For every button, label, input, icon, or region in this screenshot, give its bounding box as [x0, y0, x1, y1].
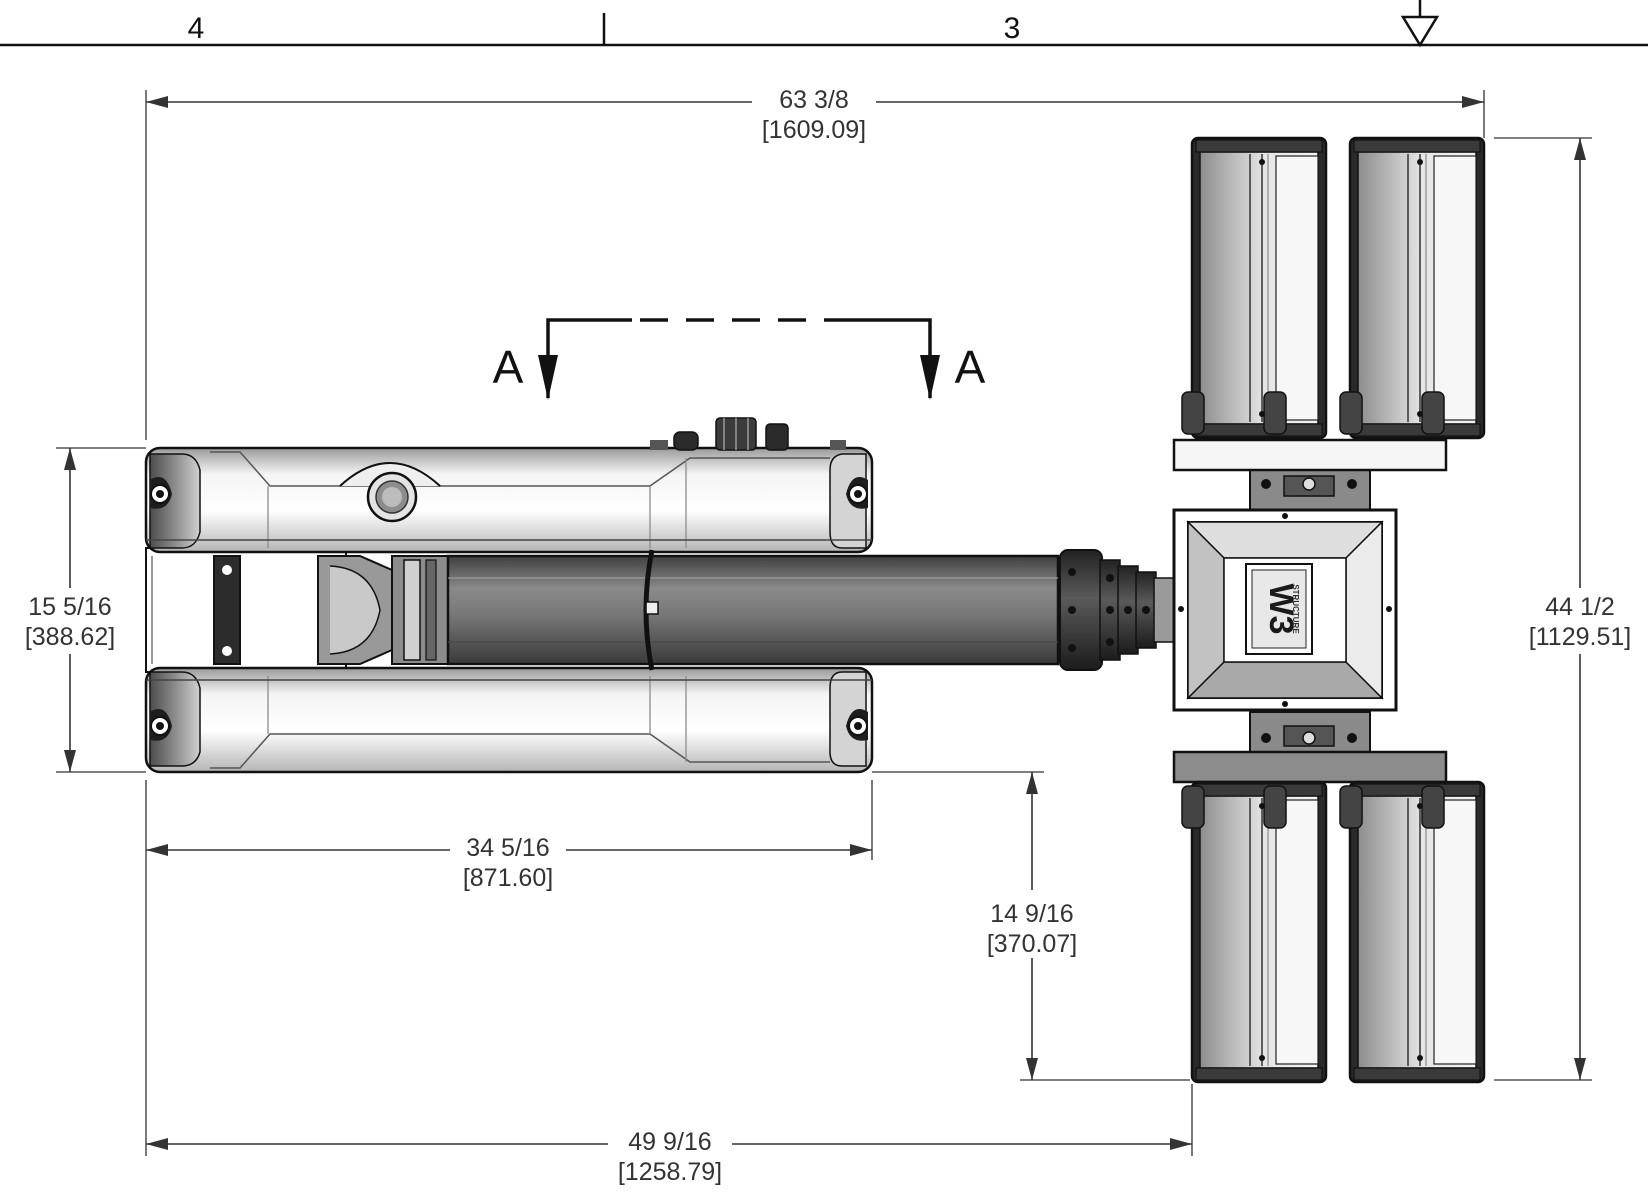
dim-base-width-imperial: 15 5/16: [28, 593, 111, 621]
base-hinge-plate: [213, 555, 241, 665]
connector-icon: [673, 431, 699, 451]
center-mark-icon: [1400, 15, 1440, 48]
dim-head-offset-metric: [370.07]: [987, 930, 1077, 958]
base-frame: [144, 417, 874, 774]
section-arrow-icon: [538, 355, 558, 400]
light-head: W3 STRUCTURE: [1172, 438, 1448, 784]
dim-base-to-light: 49 9/16 [1258.79]: [146, 1128, 1192, 1186]
drawing-border: 4 3: [0, 0, 1648, 48]
dim-base-to-light-imperial: 49 9/16: [628, 1128, 711, 1156]
zone-label-right: 3: [1004, 12, 1021, 45]
light-fixture: [1339, 780, 1486, 1084]
dim-overall-length-metric: [1609.09]: [762, 116, 866, 144]
dim-overall-length-imperial: 63 3/8: [779, 86, 849, 114]
base-rail-top: [144, 417, 874, 554]
light-fixture: [1181, 780, 1328, 1084]
dim-overall-width: 44 1/2 [1129.51]: [1529, 138, 1631, 1080]
section-arrow-icon: [920, 355, 940, 400]
section-label-right: A: [955, 341, 986, 393]
dim-overall-length: 63 3/8 [1609.09]: [146, 86, 1484, 144]
base-rail-bottom: [144, 666, 874, 774]
svg-text:W3: W3: [1262, 584, 1300, 635]
light-fixture: [1181, 136, 1328, 440]
brand-logo: W3 STRUCTURE: [1245, 563, 1313, 655]
section-line: A A: [493, 318, 986, 400]
zone-label-left: 4: [188, 12, 205, 45]
dim-head-offset: 14 9/16 [370.07]: [987, 772, 1077, 1080]
dim-base-length-imperial: 34 5/16: [466, 834, 549, 862]
dim-base-width-metric: [388.62]: [25, 623, 115, 651]
dim-base-length-metric: [871.60]: [463, 864, 553, 892]
light-fixture: [1339, 136, 1486, 440]
boom: [317, 549, 1201, 671]
svg-text:STRUCTURE: STRUCTURE: [1291, 584, 1300, 634]
dim-base-width: 15 5/16 [388.62]: [25, 448, 115, 772]
dim-overall-width-metric: [1129.51]: [1529, 623, 1631, 651]
connector-icon: [765, 423, 789, 451]
light-fixtures: [1181, 136, 1486, 1084]
dim-head-offset-imperial: 14 9/16: [990, 900, 1073, 928]
dim-overall-width-imperial: 44 1/2: [1545, 593, 1615, 621]
dim-base-to-light-metric: [1258.79]: [618, 1158, 722, 1186]
section-label-left: A: [493, 341, 524, 393]
boom-coupling: [1059, 549, 1103, 671]
dim-base-length: 34 5/16 [871.60]: [146, 834, 872, 892]
dimensions: 63 3/8 [1609.09] 44 1/2 [1129.51] 15 5/1…: [25, 86, 1631, 1186]
